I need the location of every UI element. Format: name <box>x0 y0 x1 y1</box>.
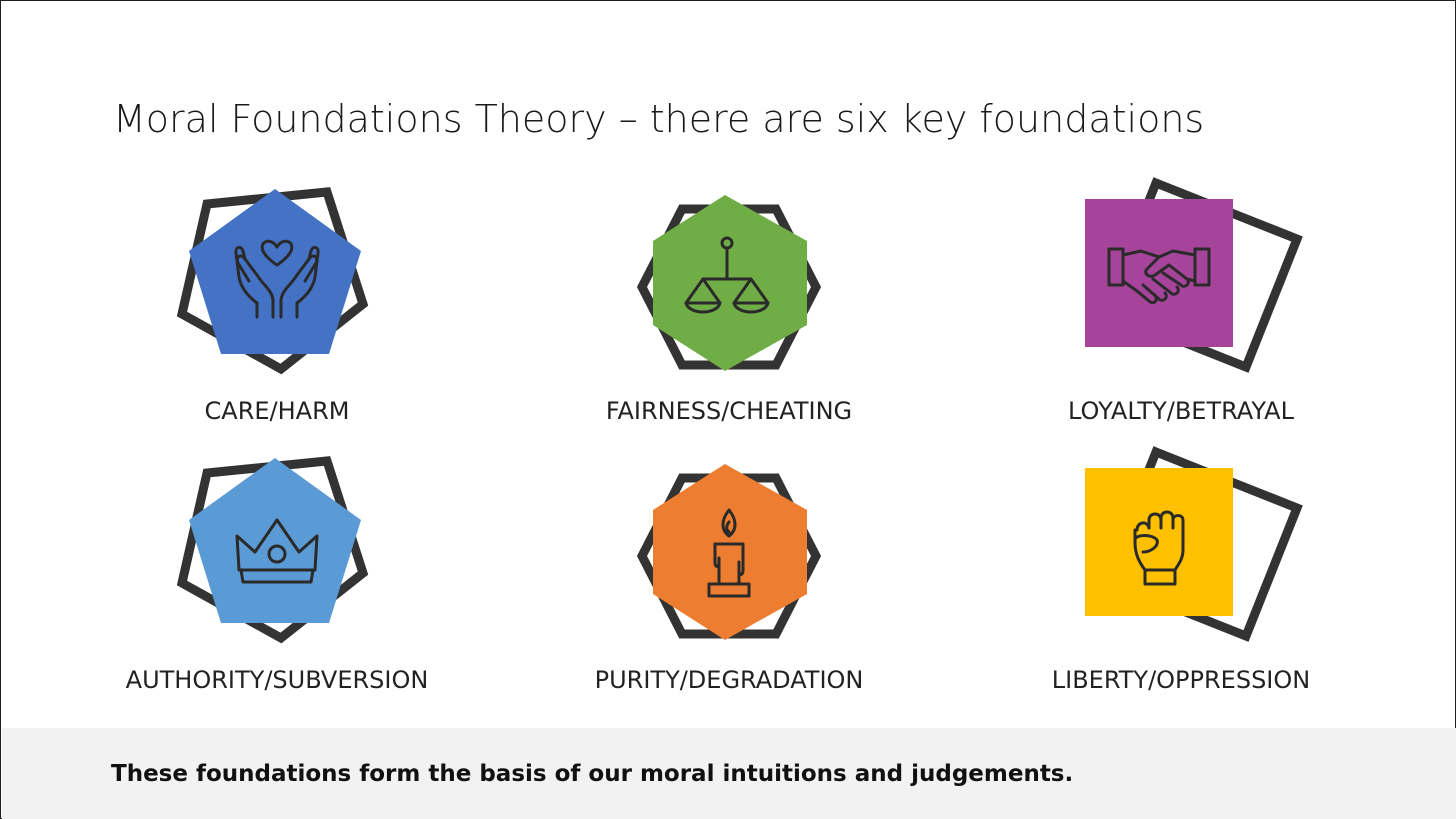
candle-icon <box>707 508 751 598</box>
foundation-label: CARE/HARM <box>204 397 350 425</box>
foundation-liberty-oppression: LIBERTY/OPPRESSION <box>1001 446 1361 718</box>
loyalty-betrayal-emblem <box>1085 177 1303 373</box>
purity-degradation-emblem <box>636 464 822 640</box>
foundation-label: PURITY/DEGRADATION <box>594 666 864 694</box>
fairness-cheating-emblem <box>636 195 822 371</box>
foundation-label: LOYALTY/BETRAYAL <box>1068 397 1294 425</box>
foundation-label: AUTHORITY/SUBVERSION <box>125 666 429 694</box>
slide-title: Moral Foundations Theory – there are six… <box>113 97 1205 141</box>
authority-subversion-emblem <box>176 456 369 644</box>
foundation-authority-subversion: AUTHORITY/SUBVERSION <box>97 456 457 718</box>
balance-scale-icon <box>684 236 770 314</box>
foundation-fairness-cheating: FAIRNESS/CHEATING <box>549 189 909 449</box>
footer-text: These foundations form the basis of our … <box>111 761 1074 787</box>
foundation-label: FAIRNESS/CHEATING <box>605 397 853 425</box>
foundation-purity-degradation: PURITY/DEGRADATION <box>549 458 909 718</box>
crown-icon <box>235 518 319 584</box>
liberty-oppression-emblem <box>1085 446 1303 642</box>
handshake-icon <box>1107 247 1211 305</box>
foundation-label: LIBERTY/OPPRESSION <box>1051 666 1311 694</box>
foundation-care-harm: CARE/HARM <box>97 187 457 449</box>
caring-hands-heart-icon <box>234 239 320 319</box>
care-harm-emblem <box>176 187 369 375</box>
foundation-loyalty-betrayal: LOYALTY/BETRAYAL <box>1001 177 1361 449</box>
footer-banner: These foundations form the basis of our … <box>2 728 1456 819</box>
raised-fist-icon <box>1133 510 1185 586</box>
